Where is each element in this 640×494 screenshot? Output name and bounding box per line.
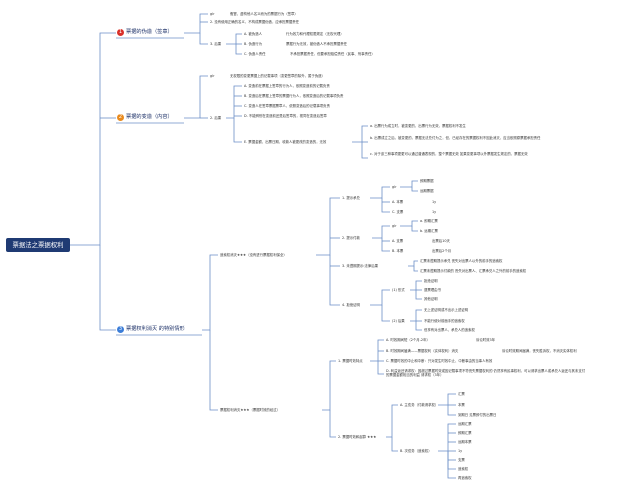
b2-glr-text: 无权限的变更票据上的记载事项（变更签章的除外，属于伪造） [230, 74, 325, 78]
branch-1-label[interactable]: 票据的伪造（签章） [126, 29, 173, 35]
b3-b2-g2: B. 次债务（追索权） [400, 449, 432, 453]
b3-b2-g2-1: 远期汇票 [458, 422, 472, 426]
b3-a2-v1: 出票后10天 [432, 239, 450, 243]
branch-2-badge: 2 [117, 114, 124, 121]
b3-a1-v2: 1y [432, 210, 437, 214]
b3-b2-g1-3: 到期日 见票即付的出票日 [458, 413, 497, 417]
b2-e-c: c. 对于该三种事项更更可以通过普通表现的，整个票据无效 如果变更事项以外票据发… [370, 152, 528, 156]
b3-b1-a: A. 时效期间短（2个月-2年） [386, 338, 430, 342]
b2-sub-e: E. 票据金额、出票日期、收款人被更改的变造的，无效 [244, 140, 327, 144]
b3-b2-g1-1: 汇票 [458, 392, 465, 396]
b3-a1-a: A. 本票 [392, 200, 404, 204]
b2-sub-d: D. 不能辨别在变造前还是后签章的，视同在变造后签章 [244, 114, 327, 118]
b1-sub-b-text: 票据行为无效，被伪造人不承担票据责任 [286, 42, 348, 46]
b3-a4-g2-1: 无上述证明或不出示上述证明 [424, 308, 469, 312]
b2-sub-c: C. 变造人在签章票据票章人，依照变造后的记载事项负责 [244, 104, 330, 108]
b3-a3: 3. 未遵期提示:法律后果 [342, 264, 378, 268]
b3-a4-g2: (2) 后果 [392, 319, 405, 323]
b3-b2-g2-2: 即期汇票 [458, 431, 472, 435]
b1-item-2: 2. 没有使用正确的名义，不构成票据伪造，应承担票据责任 [210, 20, 300, 24]
b2-sub-b: B. 变造后在票据上签章的票据行为人，依照变造后的记载事项负责 [244, 94, 344, 98]
b3-a1-c: C. 支票 [392, 210, 404, 214]
b3-a2: 2. 提示付款 [342, 236, 360, 240]
b3-a2-v2: 出票后2个月 [432, 249, 452, 253]
b3-a-title: 追索权消灭★★★（没有进行票据权利保全） [220, 253, 287, 257]
b2-e-a: a. 出票行为成立时，被变更的，出票行为无效，票据权利不发生 [370, 124, 466, 128]
b3-b-title: 票据权利消灭★★★（票据时效的经过） [220, 408, 280, 412]
b3-b1-d: D. 利益返还请求权：因超过票据时效或因记载事项不符丧失票据权利的 仍然享有民事… [386, 369, 586, 377]
root-topic[interactable]: 票据法之票据权利 [6, 238, 70, 252]
b3-a4: 4. 拒绝证明 [342, 303, 360, 307]
b3-a3-1: 汇票未遵期提示承兑 丧失对出票人以外的前手的追索权 [420, 259, 503, 263]
b3-b2-g2-4: 1y [458, 449, 463, 453]
b3-b1-b: B. 时效期间届满——票据权利（实体权利）消灭 [386, 349, 459, 353]
b1-sub-c: C. 伪造人责任 [244, 52, 266, 56]
connector-lines [70, 13, 456, 479]
b3-a1-glr-2: 远期票据 [420, 189, 434, 193]
b2-e-b: b. 出票成立之后，被变更的，票据无法兑付为之，但，已经存在的票据权利不因此消灭… [370, 136, 541, 140]
b1-glr-text: 假冒、虚构他人名义而为的票据行为（签章） [230, 12, 298, 16]
b1-item-3: 3. 后果 [210, 42, 222, 46]
b3-a1: 1. 提示承兑 [342, 196, 360, 200]
b3-b2: 2. 票据时效和起算 ★★★ [338, 435, 377, 439]
b1-sub-a-text: 行为效力和代理权限规定（无权代理） [286, 32, 344, 36]
b3-b2-g2-6: 追索权 [458, 467, 469, 471]
b3-a2-glr-2: b. 远期汇票 [420, 229, 438, 233]
b3-a3-2: 汇票未遵期提示付款的 丧失对出票人、汇票承兑人之外的前手的追索权 [420, 269, 527, 273]
b3-a1-v1: 1y [432, 200, 437, 204]
b3-b2-g1-2: 本票 [458, 403, 465, 407]
b3-b2-g2-5: 支票 [458, 458, 465, 462]
b3-a4-g1-1: 拒绝证明 [424, 279, 438, 283]
b3-b1: 1. 票据时效特点 [338, 359, 363, 363]
b3-b1-b-extra: 诉讼时效期间届满，丧失胜诉权，不消灭实体权利 [502, 349, 577, 353]
branch-3-badge: 3 [117, 326, 124, 333]
b3-b1-a-extra: 诉讼时效3年 [476, 338, 496, 342]
b3-a4-g2-3: 但享有对出票人、承兑人的追索权 [424, 328, 475, 332]
b3-a4-g1-3: 其他证明 [424, 297, 438, 301]
branch-3-label[interactable]: 票据权利消灭 的特别情形 [126, 326, 185, 332]
b3-a2-b: B. 本票 [392, 249, 404, 253]
b3-a2-a: A. 支票 [392, 239, 404, 243]
b3-a4-g2-2: 不能行使对前面手的追索权 [424, 319, 465, 323]
b3-a2-glr-1: a. 即期汇票 [420, 219, 438, 223]
b3-a4-g1: (1) 形式 [392, 288, 405, 292]
b1-sub-a: A. 被伪造人 [244, 32, 262, 36]
b2-sub-a: A. 变造前在票据上签章的行为人，依照变造前的记载负责 [244, 84, 330, 88]
b2-glr: glr [210, 74, 215, 78]
b3-b2-g2-3: 远期本票 [458, 440, 472, 444]
b3-a2-glr: glr [392, 224, 397, 228]
b3-a1-glr: glr [392, 185, 397, 189]
branch-1-badge: 1 [117, 29, 124, 36]
b1-glr: glr [210, 12, 215, 16]
branch-underlines [116, 37, 202, 336]
b3-b1-c: C. 票据时效的中止和中断：只对发生时效中止、中断事由的当事人有效 [386, 359, 493, 363]
b3-a1-glr-1: 即期票据 [420, 179, 434, 183]
b3-b2-g2-7: 再追索权 [458, 476, 472, 480]
b3-a4-g1-2: 退票理由书 [424, 288, 441, 292]
branch-2-label[interactable]: 票据的变造（内容） [126, 114, 173, 120]
b1-sub-c-text: 不承担票据责任，但要承担赔偿责任（民事、刑事责任） [290, 52, 375, 56]
b1-sub-b: B. 伪造行为 [244, 42, 263, 46]
b2-houguo: 2. 后果 [210, 116, 222, 120]
b3-b2-g1: A. 主债务（付款请求权） [400, 403, 439, 407]
